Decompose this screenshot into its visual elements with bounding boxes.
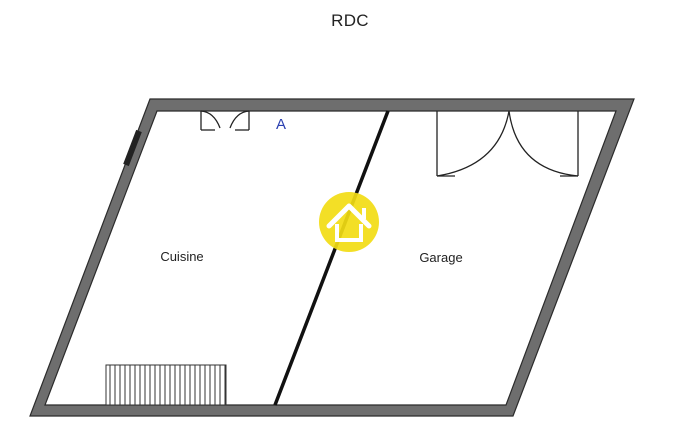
partition-wall: [273, 110, 390, 406]
outer-walls: [29, 98, 635, 417]
room-label-garage: Garage: [419, 250, 462, 265]
plan-title: RDC: [331, 11, 369, 30]
kitchen-double-door: [200, 110, 250, 131]
window-left-wall: [123, 129, 142, 167]
marker-label: A: [276, 116, 286, 133]
room-label-kitchen: Cuisine: [160, 249, 203, 264]
garage-double-door: [436, 110, 579, 177]
staircase: [105, 364, 227, 406]
house-logo-icon: [319, 192, 379, 252]
